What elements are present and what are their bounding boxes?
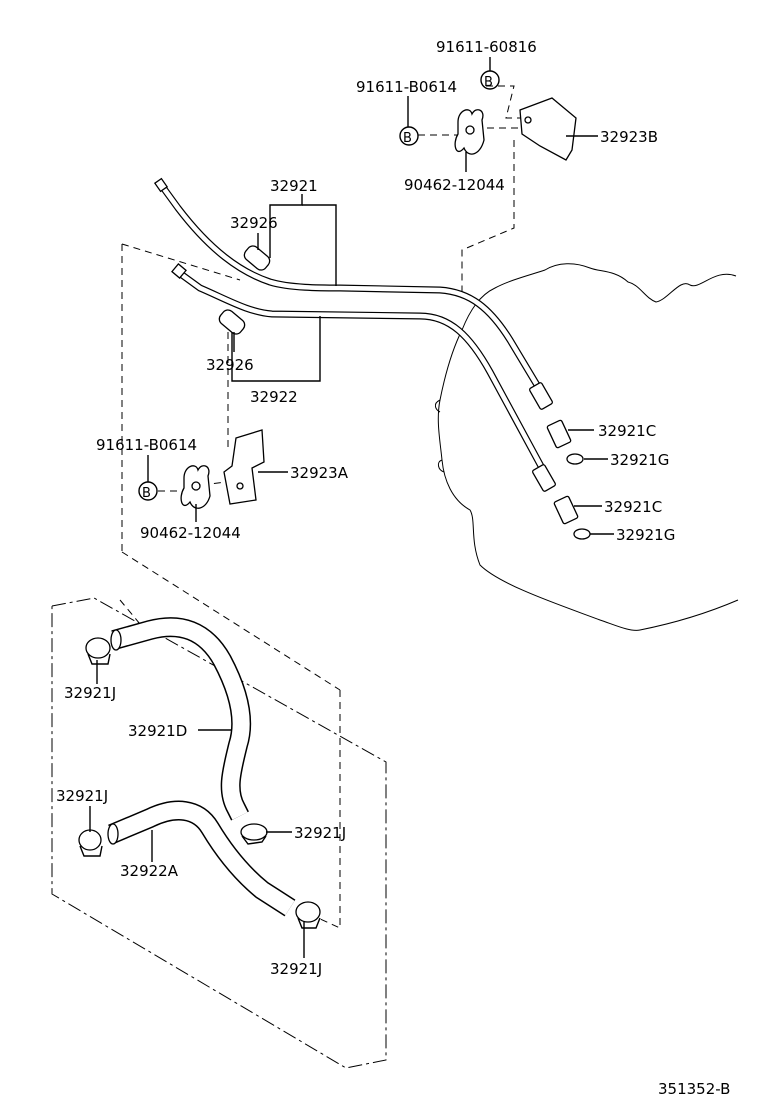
bolt-b-callout-left-mid[interactable]: B bbox=[138, 481, 158, 501]
gasket-32921g-upper[interactable] bbox=[566, 453, 584, 465]
tube-32921[interactable] bbox=[153, 177, 544, 394]
label-diagram-id: 351352-B bbox=[658, 1080, 730, 1098]
hose-32922a[interactable] bbox=[107, 800, 296, 917]
bracket-32923a[interactable] bbox=[223, 429, 265, 505]
label-bolt-b-top: 91611-60816 bbox=[436, 38, 537, 56]
grommet-lower[interactable] bbox=[217, 308, 247, 337]
part-labels: 91611-60816 91611-B0614 32923B 90462-120… bbox=[56, 38, 730, 1098]
label-clip-32921j-1: 32921J bbox=[64, 684, 116, 702]
hose-group-frame bbox=[51, 597, 387, 1069]
leader-lines bbox=[89, 57, 614, 958]
transmission-housing-outline bbox=[434, 263, 739, 631]
hose-32921d[interactable] bbox=[110, 617, 252, 821]
label-grommet-upper: 32926 bbox=[230, 214, 278, 232]
label-bracket-32923b: 32923B bbox=[600, 128, 658, 146]
label-hose-32921d: 32921D bbox=[128, 722, 187, 740]
bolt-b-letter-left-mid: B bbox=[142, 486, 151, 501]
union-32921c-upper[interactable] bbox=[546, 419, 572, 449]
label-gasket-32921g-1: 32921G bbox=[610, 451, 669, 469]
label-union-32921c-1: 32921C bbox=[598, 422, 656, 440]
clamp-top[interactable] bbox=[454, 109, 485, 155]
clamp-mid[interactable] bbox=[180, 465, 211, 509]
tube-end-fitting-upper[interactable] bbox=[529, 382, 553, 410]
bolt-b-letter-left-top: B bbox=[403, 131, 412, 146]
label-clamp-top: 90462-12044 bbox=[404, 176, 505, 194]
label-clip-32921j-3: 32921J bbox=[294, 824, 346, 842]
label-clip-32921j-4: 32921J bbox=[270, 960, 322, 978]
clip-32921j-4[interactable] bbox=[295, 901, 321, 929]
label-tube-32921: 32921 bbox=[270, 177, 318, 195]
tube-end-fitting-lower[interactable] bbox=[532, 464, 556, 492]
bolt-b-callout-top[interactable]: B bbox=[480, 70, 500, 90]
label-gasket-32921g-2: 32921G bbox=[616, 526, 675, 544]
clip-32921j-3[interactable] bbox=[240, 823, 268, 845]
clip-32921j-1[interactable] bbox=[85, 637, 111, 665]
bolt-b-callout-left-top[interactable]: B bbox=[399, 126, 419, 146]
label-tube-32922: 32922 bbox=[250, 388, 298, 406]
label-clamp-mid: 90462-12044 bbox=[140, 524, 241, 542]
label-union-32921c-2: 32921C bbox=[604, 498, 662, 516]
bolt-b-letter-top: B bbox=[484, 75, 493, 90]
bracket-32923b[interactable] bbox=[519, 97, 577, 161]
label-bracket-32923a: 32923A bbox=[290, 464, 349, 482]
tube-32922[interactable] bbox=[171, 263, 546, 472]
gasket-32921g-lower[interactable] bbox=[573, 528, 591, 540]
label-bolt-b-left-top: 91611-B0614 bbox=[356, 78, 457, 96]
clip-32921j-2[interactable] bbox=[78, 829, 103, 857]
label-clip-32921j-2: 32921J bbox=[56, 787, 108, 805]
union-32921c-lower[interactable] bbox=[553, 495, 579, 525]
label-grommet-lower: 32926 bbox=[206, 356, 254, 374]
grommet-upper[interactable] bbox=[242, 244, 272, 273]
label-bolt-b-left-mid: 91611-B0614 bbox=[96, 436, 197, 454]
label-hose-32922a: 32922A bbox=[120, 862, 179, 880]
